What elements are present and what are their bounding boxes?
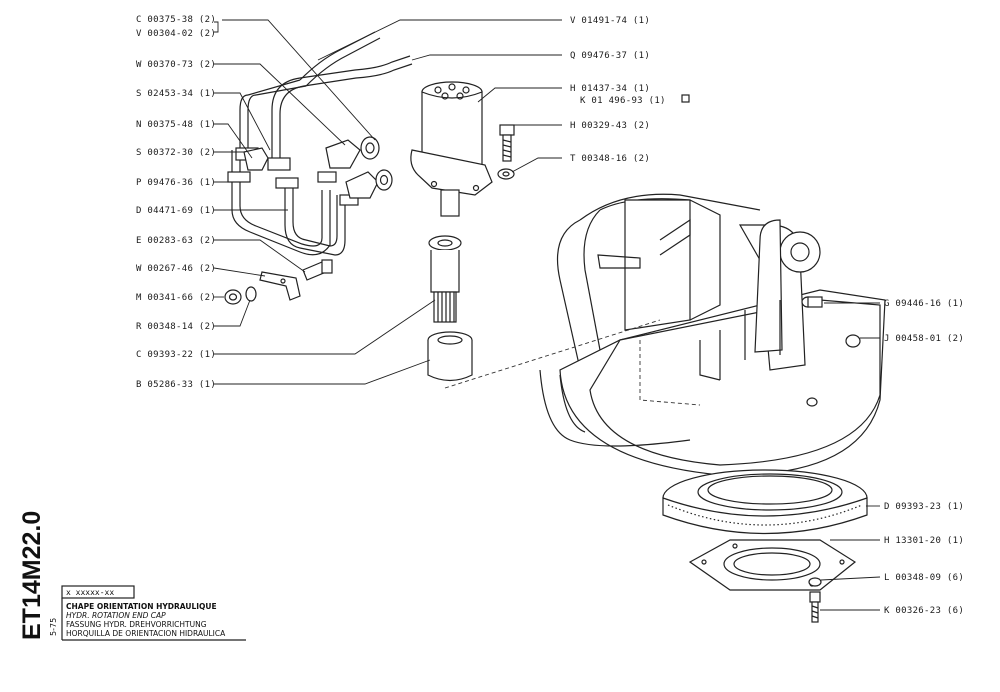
document-code: ET14M22.0 xyxy=(18,511,46,640)
reference-code: x xxxxx-xx xyxy=(66,588,114,597)
nut-and-washer xyxy=(224,286,257,305)
label-m-00341-66: M 00341-66 (2) xyxy=(136,293,216,303)
label-h-00329-43: H 00329-43 (2) xyxy=(570,121,650,131)
label-v-01491-74: V 01491-74 (1) xyxy=(570,16,650,26)
title-block: ET14M22.0 5-75 x xxxxx-xx CHAPE ORIENTAT… xyxy=(18,511,246,641)
flange-ring xyxy=(688,539,857,591)
labels-right: V 01491-74 (1) Q 09476-37 (1) H 01437-34… xyxy=(570,16,964,616)
label-v-00304-02: V 00304-02 (2) xyxy=(136,29,216,39)
label-w-00267-46: W 00267-46 (2) xyxy=(136,264,216,274)
washer-l-and-bolt-k xyxy=(808,577,822,623)
label-e-00283-63: E 00283-63 (2) xyxy=(136,236,216,246)
label-h-13301-20: H 13301-20 (1) xyxy=(884,536,964,546)
ring-gear xyxy=(662,469,868,535)
bolt-h xyxy=(497,124,515,180)
label-s-00372-30: S 00372-30 (2) xyxy=(136,148,216,158)
label-j-00458-01: J 00458-01 (2) xyxy=(884,334,964,344)
label-l-00348-09: L 00348-09 (6) xyxy=(884,573,964,583)
label-w-00370-73: W 00370-73 (2) xyxy=(136,60,216,70)
check-box-marker xyxy=(681,94,690,103)
label-p-09476-36: P 09476-36 (1) xyxy=(136,178,216,188)
document-date: 5-75 xyxy=(49,618,58,636)
title-en: HYDR. ROTATION END CAP xyxy=(66,611,166,620)
label-n-00375-48: N 00375-48 (1) xyxy=(136,120,216,130)
title-es: HORQUILLA DE ORIENTACION HIDRAULICA xyxy=(66,629,226,638)
labels-left: C 00375-38 (2) V 00304-02 (2) W 00370-73… xyxy=(136,15,216,390)
coupling-and-bushing xyxy=(427,235,473,382)
label-c-09393-22: C 09393-22 (1) xyxy=(136,350,216,360)
rotation-end-cap-housing xyxy=(539,193,886,476)
label-d-09393-23: D 09393-23 (1) xyxy=(884,502,964,512)
label-k-01-496-93: K 01 496-93 (1) xyxy=(580,96,666,106)
title-de: FASSUNG HYDR. DREHVORRICHTUNG xyxy=(66,620,207,629)
label-c-00375-38: C 00375-38 (2) xyxy=(136,15,216,25)
label-h-01437-34: H 01437-34 (1) xyxy=(570,84,650,94)
label-r-00348-14: R 00348-14 (2) xyxy=(136,322,216,332)
label-d-04471-69: D 04471-69 (1) xyxy=(136,206,216,216)
label-b-05286-33: B 05286-33 (1) xyxy=(136,380,216,390)
label-g-09446-16: G 09446-16 (1) xyxy=(884,299,964,309)
hydraulic-motor xyxy=(410,81,493,217)
hydraulic-pipes xyxy=(227,31,413,256)
elbow-fittings xyxy=(243,136,393,199)
label-s-02453-34: S 02453-34 (1) xyxy=(136,89,216,99)
label-t-00348-16: T 00348-16 (2) xyxy=(570,154,650,164)
bolt-e xyxy=(302,259,333,281)
bracket-w xyxy=(259,271,301,301)
label-q-09476-37: Q 09476-37 (1) xyxy=(570,51,650,61)
leader-lines xyxy=(213,19,881,611)
title-fr: CHAPE ORIENTATION HYDRAULIQUE xyxy=(66,602,217,611)
label-k-00326-23: K 00326-23 (6) xyxy=(884,606,964,616)
